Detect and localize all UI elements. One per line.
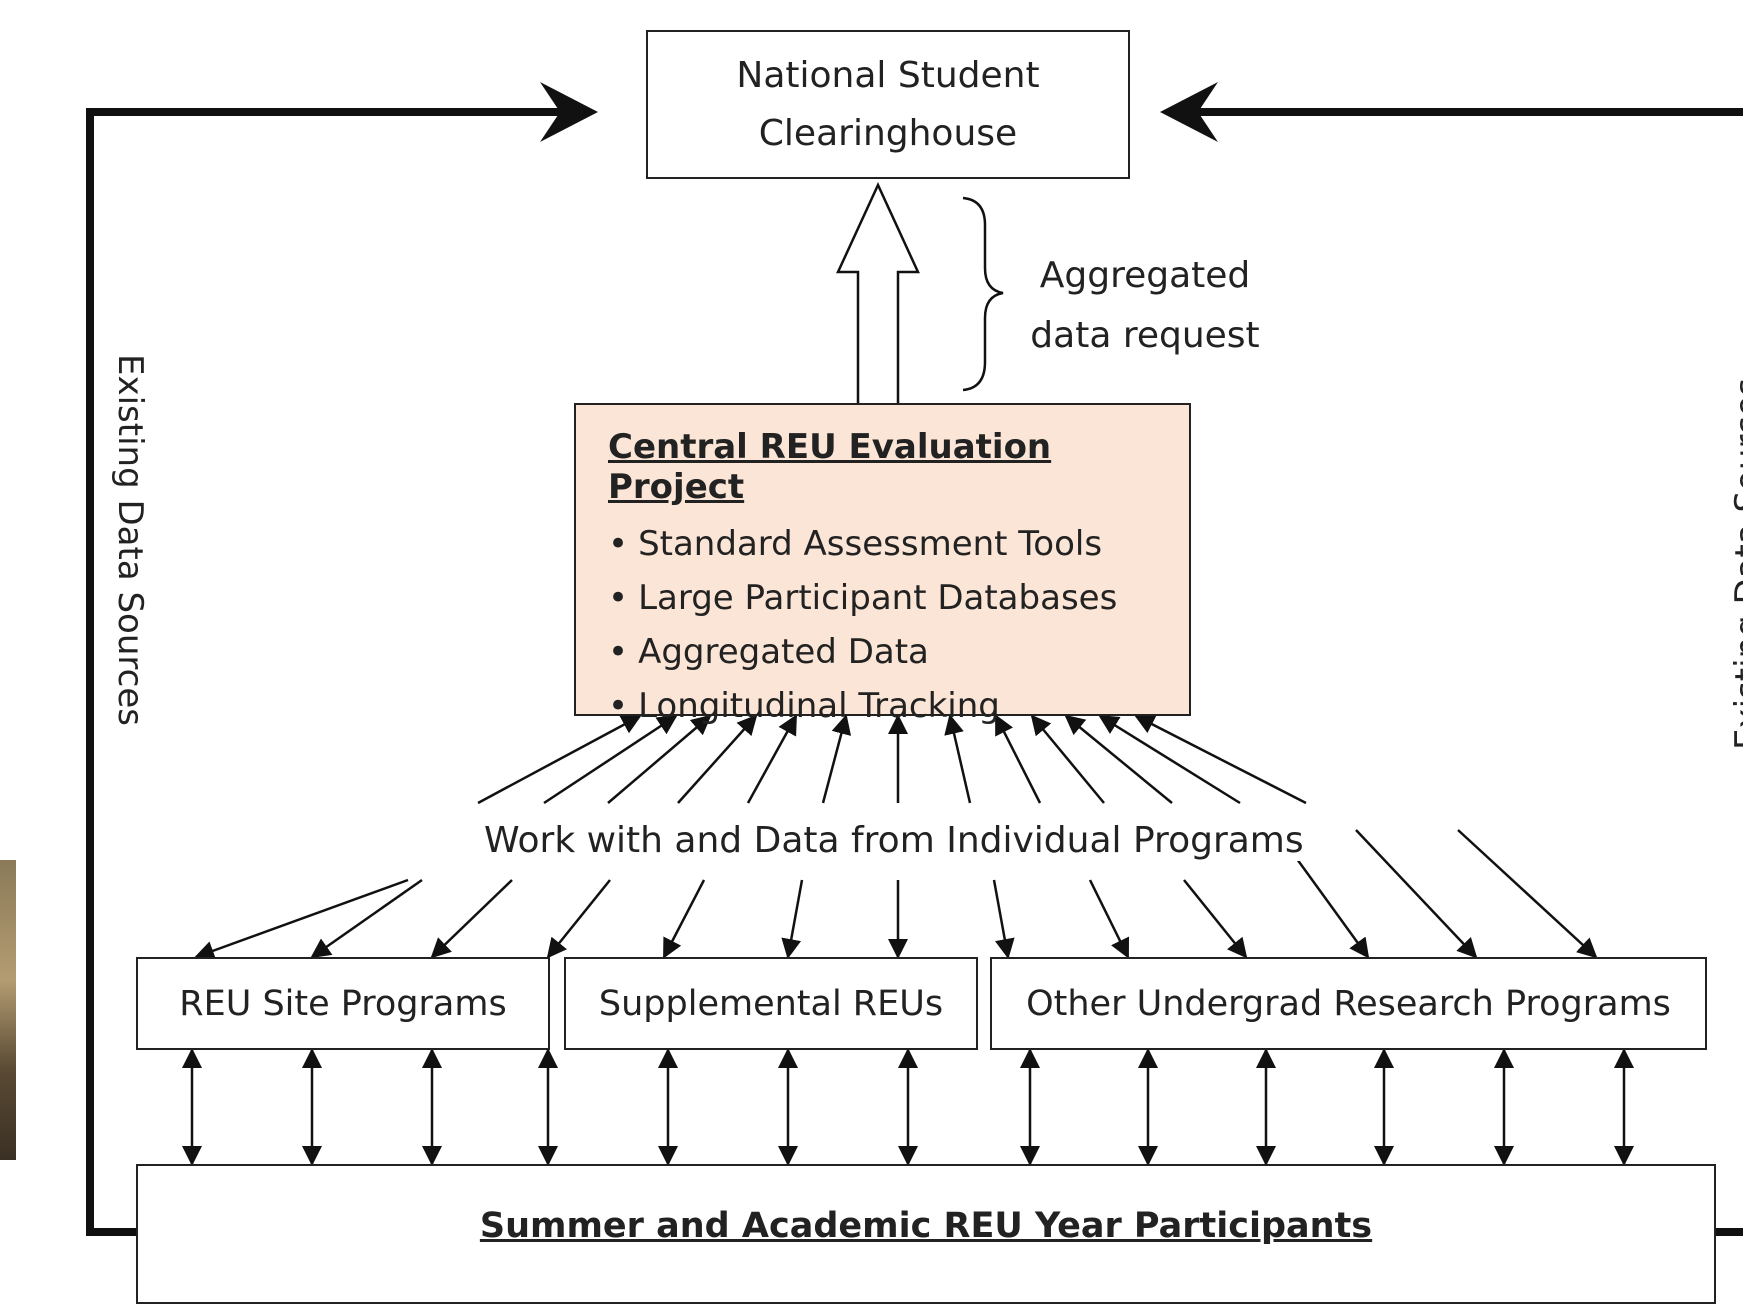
down-work-arrow (1355, 829, 1478, 959)
bullet-item: Aggregated Data (608, 625, 1189, 679)
clearinghouse-line-2: Clearinghouse (758, 112, 1018, 154)
down-work-arrow (310, 878, 423, 959)
photo-edge (0, 860, 16, 1160)
aggregated-data-request-label: Aggregated data request (1030, 255, 1260, 356)
central-project-title: Central REU Evaluation Project (608, 427, 1052, 507)
bullet-item: Standard Assessment Tools (608, 517, 1189, 571)
curly-brace (962, 196, 1004, 392)
downward-work-arrows (194, 829, 1598, 961)
reu-evaluation-diagram: National Student Clearinghouse Aggregate… (0, 0, 1743, 1271)
down-work-arrow (194, 878, 409, 961)
reu-site-programs-box: REU Site Programs (136, 957, 550, 1050)
existing-data-left-loop (86, 108, 560, 1236)
left-loop-arrowhead (540, 82, 598, 142)
participant-exchange-arrows (182, 1048, 1634, 1166)
other-undergrad-programs-box: Other Undergrad Research Programs (990, 957, 1707, 1050)
down-work-arrow (430, 879, 513, 959)
existing-data-sources-right-label: Existing Data Sources (1728, 378, 1743, 750)
work-with-programs-label: Work with and Data from Individual Progr… (478, 820, 1310, 861)
supplemental-reus-box: Supplemental REUs (564, 957, 978, 1050)
down-work-arrow (1457, 829, 1598, 959)
central-project-bullets: Standard Assessment Tools Large Particip… (608, 517, 1189, 733)
right-loop-arrowhead (1160, 82, 1218, 142)
participants-title: Summer and Academic REU Year Participant… (479, 1206, 1373, 1246)
central-reu-evaluation-box: Central REU Evaluation Project Standard … (574, 403, 1191, 726)
down-work-arrow (992, 879, 1015, 959)
bullet-item: Longitudinal Tracking (608, 679, 1189, 733)
down-work-arrow (662, 879, 706, 959)
down-work-arrow (1183, 879, 1248, 959)
down-work-arrow (546, 879, 611, 959)
existing-data-sources-left-label: Existing Data Sources (110, 354, 150, 726)
clearinghouse-line-1: National Student (736, 54, 1040, 96)
national-student-clearinghouse-box: National Student Clearinghouse (646, 30, 1130, 179)
down-work-arrow (1088, 879, 1130, 959)
hollow-up-arrow (836, 182, 920, 403)
participants-box: Summer and Academic REU Year Participant… (136, 1164, 1716, 1304)
bullet-item: Large Participant Databases (608, 571, 1189, 625)
down-work-arrow (781, 879, 804, 959)
